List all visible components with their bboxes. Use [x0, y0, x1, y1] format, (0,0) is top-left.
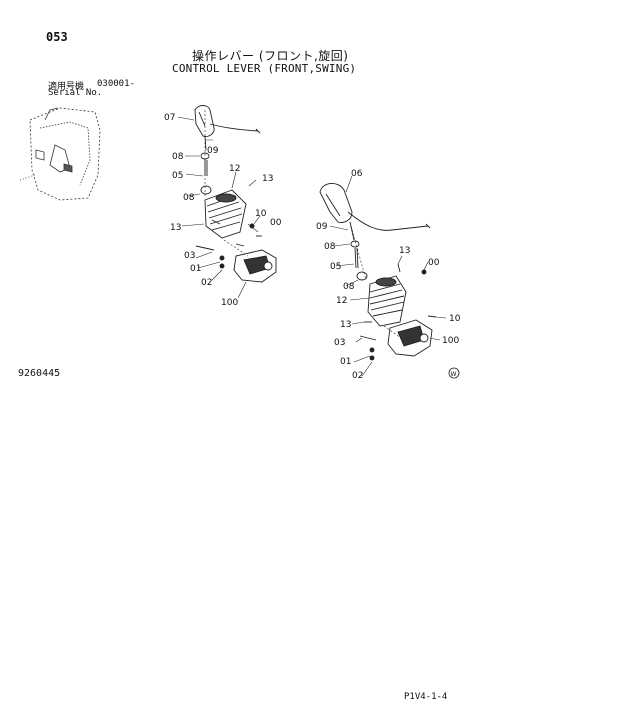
- callout-00-left: 00: [270, 218, 282, 228]
- callout-03-right: 03: [334, 338, 345, 348]
- callout-13a-left: 13: [262, 174, 273, 184]
- serial-number: 030001-: [97, 79, 135, 89]
- callout-13b-right: 13: [340, 320, 351, 330]
- page-number: 053: [46, 30, 68, 44]
- callout-12-left: 12: [229, 164, 240, 174]
- callout-100-right: 100: [442, 336, 459, 346]
- callout-100-left: 100: [221, 298, 238, 308]
- callout-02-right: 02: [352, 371, 363, 381]
- callout-13b-left: 13: [170, 223, 181, 233]
- callout-09-left: 09: [207, 146, 219, 156]
- machine-locator-thumbnail: [19, 107, 101, 201]
- title-japanese: 操作レバー (フロント,旋回): [192, 49, 349, 63]
- callout-10-left: 10: [255, 209, 267, 219]
- left-lever-assembly: [177, 105, 277, 299]
- callout-12-right: 12: [336, 296, 347, 306]
- callout-10-right: 10: [449, 314, 461, 324]
- serial-label-japanese: 適用号機: [48, 82, 85, 92]
- callout-08b-left: 08: [183, 193, 195, 203]
- figure-code: 9260445: [18, 368, 61, 379]
- callout-01-left: 01: [190, 264, 201, 274]
- circle-mark: [448, 367, 460, 379]
- callout-01-right: 01: [340, 357, 351, 367]
- callout-09-right: 09: [316, 222, 328, 232]
- callout-06-right: 06: [351, 169, 363, 179]
- page-code: P1V4-1-4: [404, 692, 448, 702]
- callout-08b-right: 08: [343, 282, 355, 292]
- callout-07-left: 07: [164, 113, 175, 123]
- right-lever-assembly: [319, 175, 447, 377]
- title-english: CONTROL LEVER (FRONT,SWING): [172, 62, 357, 75]
- serial-label-english: Serial No.: [48, 88, 103, 98]
- callout-02-left: 02: [201, 278, 212, 288]
- callout-00-right: 00: [428, 258, 440, 268]
- callout-08-right: 08: [324, 242, 336, 252]
- callout-05-right: 05: [330, 262, 341, 272]
- callout-13a-right: 13: [399, 246, 410, 256]
- circle-mark-letter: W: [451, 371, 457, 378]
- callout-05-left: 05: [172, 171, 183, 181]
- callout-03-left: 03: [184, 251, 195, 261]
- callout-08-left: 08: [172, 152, 184, 162]
